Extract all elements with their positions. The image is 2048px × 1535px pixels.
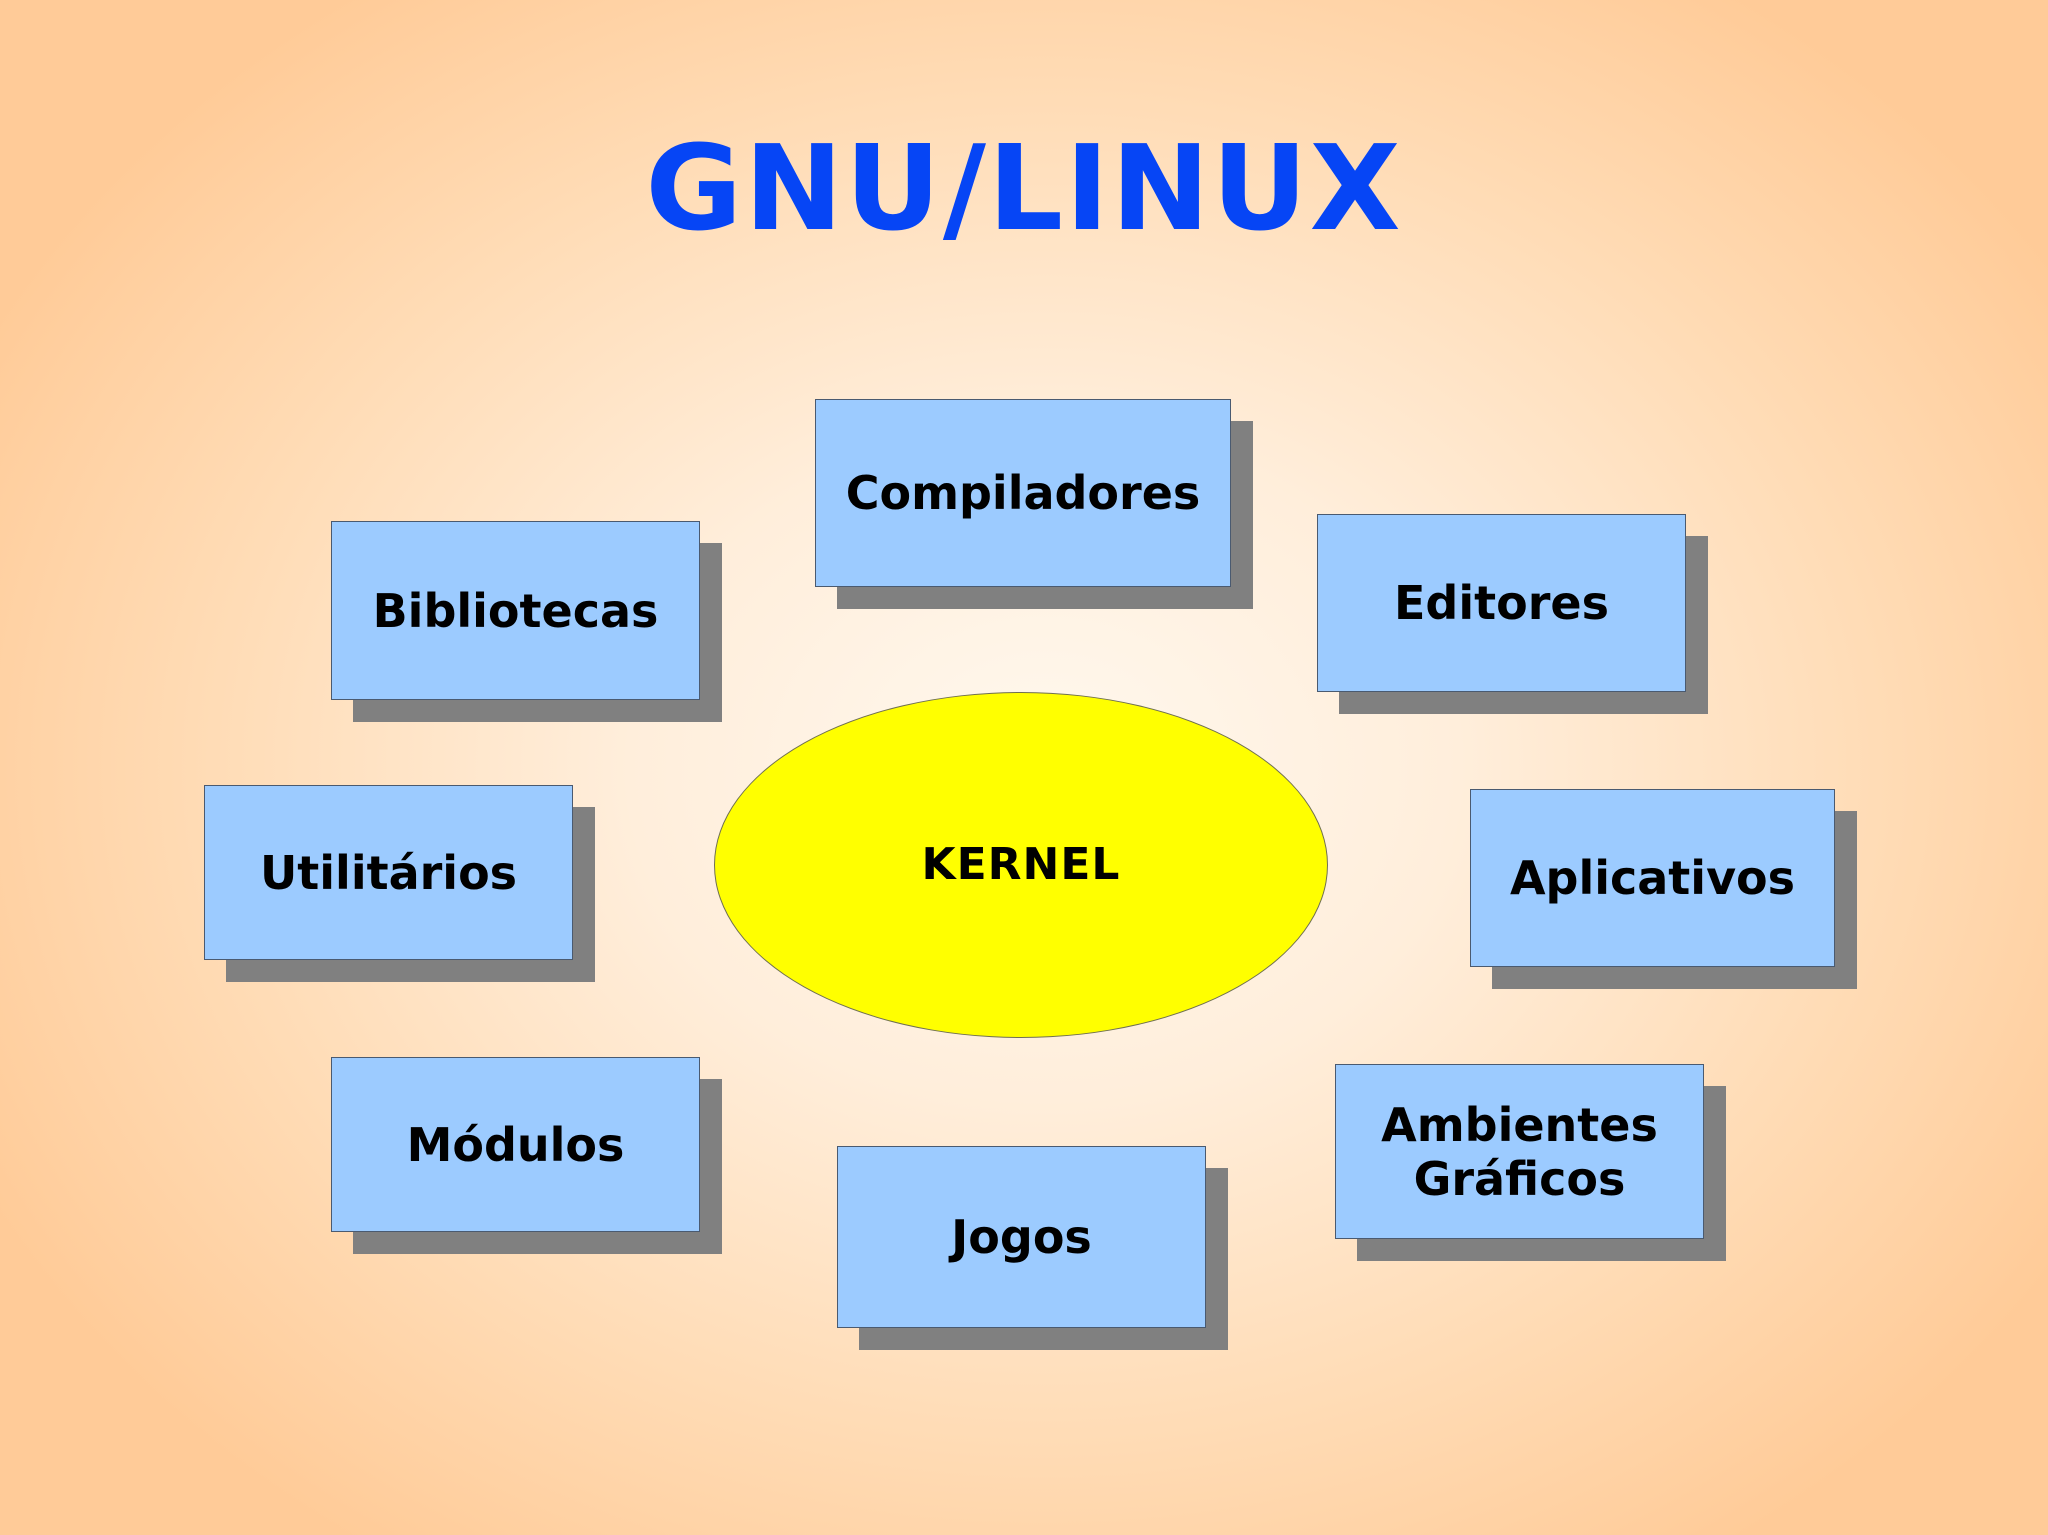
box-utilitarios: Utilitários [204,785,573,960]
box-label: Compiladores [845,466,1201,520]
box-jogos: Jogos [837,1146,1206,1328]
diagram-title: GNU/LINUX [645,119,1403,257]
box-label: Ambientes Gráficos [1381,1097,1658,1206]
kernel-ellipse: KERNEL [714,692,1328,1038]
box-label: Editores [1394,576,1609,630]
box-modulos: Módulos [331,1057,700,1232]
box-bibliotecas: Bibliotecas [331,521,700,700]
box-editores: Editores [1317,514,1686,692]
box-label: Jogos [951,1210,1092,1264]
box-label: Bibliotecas [372,583,659,638]
kernel-label: KERNEL [921,838,1121,890]
box-label: Utilitários [259,845,518,900]
box-label: Módulos [406,1117,625,1172]
box-ambientes-graficos: Ambientes Gráficos [1335,1064,1704,1239]
box-aplicativos: Aplicativos [1470,789,1835,967]
box-compiladores: Compiladores [815,399,1231,587]
box-label: Aplicativos [1509,851,1796,905]
